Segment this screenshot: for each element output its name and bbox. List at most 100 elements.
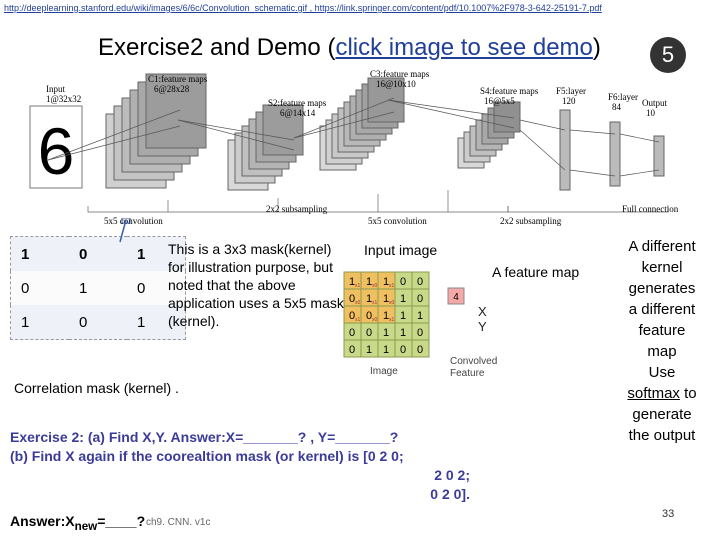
f5-label: F5:layer <box>556 86 586 96</box>
kernel-weight: x0 <box>389 300 395 306</box>
slide-number-badge: 5 <box>650 37 686 73</box>
input-label: Input <box>46 84 65 94</box>
input-size: 1@32x32 <box>46 94 81 104</box>
kernel-weight: x1 <box>372 300 378 306</box>
output-layer <box>653 135 665 177</box>
image-cell-value: 1 <box>366 344 372 356</box>
f6-layer <box>609 121 621 187</box>
kernel-row: 0 1 0 <box>11 271 186 305</box>
image-cell <box>411 339 430 358</box>
lenet-diagram[interactable]: 6 Input 1@32x32 C1:feature maps 6@28x28 … <box>28 70 692 228</box>
s4-feature-maps <box>457 101 521 169</box>
op-conv1: 5x5 convolution <box>104 216 163 226</box>
side-note: A different kernel generates a different… <box>627 238 697 444</box>
c1-size: 6@28x28 <box>154 84 190 94</box>
image-cell-value: 0 <box>349 293 355 305</box>
exercise-line-b: (b) Find X again if the coorealtion mask… <box>10 448 404 464</box>
s2-label: S2:feature maps <box>268 98 327 108</box>
image-cell-value: 1 <box>349 276 355 288</box>
source-urls[interactable]: http://deeplearning.stanford.edu/wiki/im… <box>4 3 602 13</box>
kernel-cell: 1 <box>21 313 30 331</box>
image-cell-value: 0 <box>417 276 423 288</box>
image-cell-value: 0 <box>400 344 406 356</box>
kernel-weight: x1 <box>389 317 395 323</box>
kernel-weight: x0 <box>355 300 361 306</box>
exercise-line-a: Exercise 2: (a) Find X,Y. Answer:X=_____… <box>10 429 399 445</box>
s4-size: 16@5x5 <box>484 96 515 106</box>
kernel-row: 1 0 1 <box>10 236 186 271</box>
convolved-value: 4 <box>453 292 459 303</box>
kernel-row: 1 0 1 <box>10 305 186 340</box>
image-cell-value: 0 <box>349 310 355 322</box>
kernel-cell: 1 <box>21 245 30 263</box>
input-image <box>29 105 83 189</box>
image-cell-value: 0 <box>366 327 372 339</box>
image-cell-value: 1 <box>400 293 406 305</box>
exercise-text: Exercise 2: (a) Find X,Y. Answer:X=_____… <box>10 428 470 504</box>
kernel-pointer <box>119 218 131 243</box>
kernel-cell: 1 <box>137 313 146 331</box>
image-cell-value: 1 <box>400 327 406 339</box>
op-sub1: 2x2 subsampling <box>266 204 328 214</box>
f6-label: F6:layer <box>608 92 638 102</box>
op-brackets <box>87 190 669 213</box>
answer-line: Answer:Xnew=____? <box>10 513 146 533</box>
op-conv2: 5x5 convolution <box>368 216 427 226</box>
c3-feature-maps <box>319 77 405 171</box>
c3-size: 16@10x10 <box>376 79 416 89</box>
f5-size: 120 <box>562 96 576 106</box>
correlation-label: Correlation mask (kernel) . <box>14 380 179 396</box>
slide-title: Exercise2 and Demo (click image to see d… <box>98 34 601 61</box>
convolved-caption-1: Convolved <box>450 356 497 367</box>
kernel-cell: 1 <box>79 279 88 297</box>
image-caption: Image <box>370 366 398 377</box>
kernel-cell: 1 <box>137 245 146 263</box>
c1-label: C1:feature maps <box>148 74 208 84</box>
kernel-weight: x1 <box>389 283 395 289</box>
feature-map-label: A feature map <box>492 264 580 280</box>
xy-labels: X Y <box>478 304 487 334</box>
x-label: X <box>478 304 487 319</box>
kernel-weight: x0 <box>372 317 378 323</box>
kernel-weight: x1 <box>355 283 361 289</box>
s4-label: S4:feature maps <box>480 86 539 96</box>
f6-size: 84 <box>612 102 622 112</box>
softmax-term: softmax <box>627 385 680 402</box>
op-full: Full connection <box>622 204 679 214</box>
image-cell-value: 1 <box>366 276 372 288</box>
y-label: Y <box>478 319 487 334</box>
kernel-description: This is a 3x3 mask(kernel) for illustrat… <box>168 241 344 329</box>
exercise-matrix-row2: 2 0 2; <box>434 467 470 483</box>
convolved-caption-2: Feature <box>450 368 485 379</box>
kernel-table: 1 0 1 0 1 0 1 0 1 <box>10 236 186 340</box>
convolved-feature-cell <box>447 287 465 305</box>
image-cell-value: 0 <box>417 293 423 305</box>
footer-text: ch9. CNN. v1c <box>146 517 211 528</box>
image-cell-value: 0 <box>349 327 355 339</box>
c3-label: C3:feature maps <box>370 70 430 79</box>
kernel-weight: x0 <box>372 283 378 289</box>
image-cell-value: 1 <box>400 310 406 322</box>
image-cell-value: 1 <box>383 344 389 356</box>
kernel-cell: 0 <box>79 313 88 331</box>
image-cell-value: 1 <box>383 293 389 305</box>
image-cell-value: 0 <box>349 344 355 356</box>
f5-layer <box>559 109 571 191</box>
s2-size: 6@14x14 <box>280 108 316 118</box>
demo-link[interactable]: click image to see demo <box>335 34 593 61</box>
image-cell-value: 1 <box>383 310 389 322</box>
page-number: 33 <box>662 508 675 520</box>
output-size: 10 <box>646 108 656 118</box>
exercise-matrix-row3: 0 2 0]. <box>430 486 470 502</box>
image-cell-value: 0 <box>417 327 423 339</box>
kernel-cell: 0 <box>137 279 146 297</box>
image-cell-value: 0 <box>366 310 372 322</box>
input-image-label: Input image <box>364 242 438 258</box>
kernel-weight: x1 <box>355 317 361 323</box>
output-label: Output <box>642 98 668 108</box>
image-cell-value: 1 <box>383 276 389 288</box>
image-cell-value: 0 <box>400 276 406 288</box>
connection-lines <box>47 97 660 177</box>
